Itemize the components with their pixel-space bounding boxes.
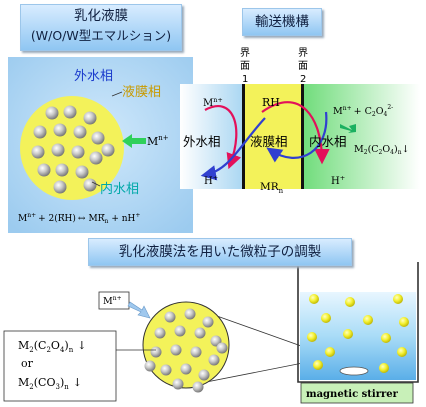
membrane-leader-line (111, 91, 123, 97)
stir-bar (339, 366, 369, 376)
prep-title: 乳化液膜法を用いた微粒子の調製 (118, 244, 322, 260)
prep-title-box: 乳化液膜法を用いた微粒子の調製 (88, 238, 352, 266)
inner-water-droplet (91, 131, 105, 145)
precipitation-arrow (340, 124, 356, 133)
outer-phase-label: 外水相 (74, 69, 113, 84)
inner-water-droplet (184, 308, 196, 320)
transport-metal-oxalate-ions: Mn++C2O42- (333, 104, 393, 118)
proton-transport-arrow-right (266, 111, 328, 163)
emulsion-droplet (397, 347, 407, 357)
prep-inner-droplets (144, 308, 228, 393)
emulsion-droplet (381, 333, 391, 343)
transport-title-box: 輸送機構 (242, 8, 322, 36)
transport-rh-label: RH (262, 96, 280, 109)
emulsion-droplet (379, 363, 389, 373)
prep-metal-ion-arrow (127, 301, 151, 319)
inner-water-droplet (160, 364, 172, 376)
inner-water-droplet (180, 363, 192, 375)
transport-membrane-label: 液膜相 (250, 134, 288, 149)
inner-water-droplet (144, 360, 156, 372)
inner-leader-line (91, 181, 101, 187)
inner-water-droplet (83, 178, 97, 192)
emulsion-droplet (343, 329, 353, 339)
inner-water-droplets (31, 105, 115, 194)
inner-water-droplet (53, 180, 67, 194)
emulsion-title-box: 乳化液膜 (W/O/W型エマルション) (20, 4, 182, 51)
membrane-phase-label: 液膜相 (122, 85, 161, 100)
inner-water-droplet (101, 143, 115, 157)
inner-water-droplet (75, 165, 89, 179)
transport-proton-left: H+ (204, 174, 218, 187)
inner-water-droplet (31, 145, 45, 159)
inner-water-droplet (172, 378, 184, 390)
beaker-droplets (307, 294, 409, 373)
inner-water-droplet (154, 327, 166, 339)
emulsion-title-line2: (W/O/W型エマルション) (30, 28, 172, 43)
interface-2-line (301, 84, 304, 189)
transport-complex-label: MRn (260, 181, 284, 195)
transport-title: 輸送機構 (255, 14, 309, 30)
inner-water-droplet (192, 381, 204, 393)
metal-ion-transport-arrow-right (261, 101, 330, 165)
transport-inner-phase (302, 84, 420, 189)
prep-product-carbonate: M2(CO3)n↓ (18, 376, 82, 391)
emulsion-droplet (393, 294, 403, 304)
inner-water-droplet (194, 327, 206, 339)
inner-water-droplet (174, 325, 186, 337)
inner-water-droplet (73, 125, 87, 139)
inner-water-droplet (53, 123, 67, 137)
emulsion-droplet (363, 315, 373, 325)
metal-ion-transport-arrow-left (204, 104, 242, 170)
transport-outer-label: 外水相 (183, 134, 221, 149)
proton-transport-arrow-left (200, 117, 266, 181)
prep-or-label: or (21, 357, 34, 370)
transport-precipitate-label: M2(C2O4)n↓ (354, 144, 410, 156)
prep-product-box (3, 330, 117, 402)
transport-membrane (244, 84, 302, 189)
stirrer-label-box (300, 382, 414, 404)
emulsion-droplet (313, 360, 323, 370)
inner-water-droplet (198, 369, 210, 381)
inner-water-droplet (190, 346, 202, 358)
beaker-outline (297, 262, 419, 383)
transport-proton-right: H+ (331, 174, 345, 187)
inner-water-droplet (150, 346, 162, 358)
emulsion-droplet (325, 347, 335, 357)
inner-water-droplet (55, 163, 69, 177)
inner-water-droplet (83, 111, 97, 125)
stirrer-label: magnetic stirrer (306, 389, 399, 400)
emulsion-droplet (307, 332, 317, 342)
prep-metal-ion-label: Mn+ (103, 295, 122, 307)
inner-phase-label: 内水相 (100, 181, 139, 197)
emulsion-droplet (399, 317, 409, 327)
inner-water-droplet (164, 311, 176, 323)
inner-water-droplet (216, 342, 228, 354)
inner-water-droplet (63, 105, 77, 119)
inner-water-droplet (45, 106, 59, 120)
transport-inner-label: 内水相 (309, 134, 347, 149)
interface-1-line (242, 84, 245, 189)
transport-metal-ion-left: Mn+ (203, 96, 223, 109)
inner-water-droplet (202, 316, 214, 328)
emulsion-droplet (309, 294, 319, 304)
inner-water-droplet (71, 145, 85, 159)
emulsion-droplet (321, 313, 331, 323)
metal-ion-label: Mn+ (147, 134, 169, 148)
metal-ion-arrow (122, 134, 146, 148)
svg-text:Mn++ 2(RH)↔MRn+ nH+: Mn++ 2(RH)↔MRn+ nH+ (18, 212, 140, 225)
inner-water-droplet (208, 354, 220, 366)
prep-product-oxalate: M2(C2O4)n↓ (18, 339, 86, 354)
inner-water-droplet (37, 163, 51, 177)
inner-water-droplet (170, 344, 182, 356)
inner-water-droplet (33, 125, 47, 139)
prep-metal-ion-box (98, 291, 130, 310)
inner-water-droplet (89, 151, 103, 165)
emulsion-title-line1: 乳化液膜 (74, 8, 128, 24)
extraction-equation: Mn++ 2(RH)↔MRn+ nH+ (18, 212, 140, 225)
emulsion-droplet (345, 297, 355, 307)
inner-water-droplet (51, 143, 65, 157)
